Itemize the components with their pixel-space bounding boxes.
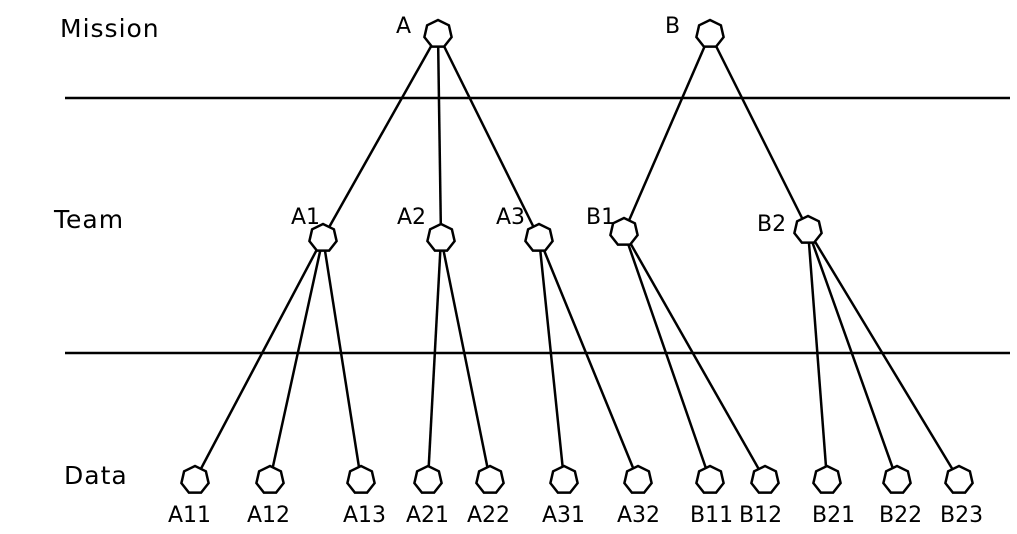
node-B2 (793, 214, 823, 244)
node-label-A2: A2 (397, 205, 426, 230)
node-A31 (549, 464, 579, 494)
node-B1 (609, 216, 639, 246)
node-label-A1: A1 (291, 205, 320, 230)
node-label-B2: B2 (757, 212, 786, 237)
node-label-B11: B11 (690, 503, 733, 528)
node-label-A31: A31 (542, 503, 585, 528)
level-label-mission: Mission (60, 14, 160, 43)
node-A32 (623, 464, 653, 494)
node-B (695, 18, 725, 48)
node-label-B21: B21 (812, 503, 855, 528)
edge-A2-A21 (426, 237, 443, 481)
node-A21 (413, 464, 443, 494)
edge-B-B1 (622, 33, 712, 233)
edge-A-A3 (436, 33, 541, 239)
node-label-B: B (665, 14, 680, 39)
node-B12 (750, 464, 780, 494)
node-label-A: A (396, 14, 411, 39)
node-label-A11: A11 (168, 503, 211, 528)
edge-B1-B11 (622, 231, 712, 481)
edge-B-B2 (708, 33, 810, 231)
node-label-A12: A12 (247, 503, 290, 528)
edge-A3-A32 (537, 237, 640, 481)
edge-A1-A12 (268, 237, 325, 481)
level-label-data: Data (64, 461, 128, 490)
node-A1 (308, 222, 338, 252)
node-A11 (180, 464, 210, 494)
node-label-B23: B23 (940, 503, 983, 528)
edge-A1-A11 (193, 237, 325, 481)
node-label-A32: A32 (617, 503, 660, 528)
edge-B2-B22 (806, 229, 899, 481)
nodes-group (180, 18, 974, 494)
edge-A-A1 (321, 33, 440, 239)
node-B22 (882, 464, 912, 494)
node-B23 (944, 464, 974, 494)
node-label-A22: A22 (467, 503, 510, 528)
node-B11 (695, 464, 725, 494)
node-label-B12: B12 (739, 503, 782, 528)
edge-A1-A13 (321, 237, 363, 481)
node-A3 (524, 222, 554, 252)
edge-A-A2 (436, 33, 443, 239)
node-label-A13: A13 (343, 503, 386, 528)
edge-B2-B21 (806, 229, 829, 481)
node-A13 (346, 464, 376, 494)
node-B21 (812, 464, 842, 494)
edge-B1-B12 (622, 231, 767, 481)
node-A (423, 18, 453, 48)
edges-group (193, 33, 961, 481)
node-label-A3: A3 (496, 205, 525, 230)
level-label-team: Team (53, 205, 124, 234)
node-A22 (475, 464, 505, 494)
node-label-B22: B22 (879, 503, 922, 528)
node-label-B1: B1 (586, 205, 615, 230)
edge-B2-B23 (806, 229, 961, 481)
edge-A3-A31 (537, 237, 566, 481)
node-A12 (255, 464, 285, 494)
node-A2 (426, 222, 456, 252)
node-label-A21: A21 (406, 503, 449, 528)
edge-A2-A22 (439, 237, 492, 481)
